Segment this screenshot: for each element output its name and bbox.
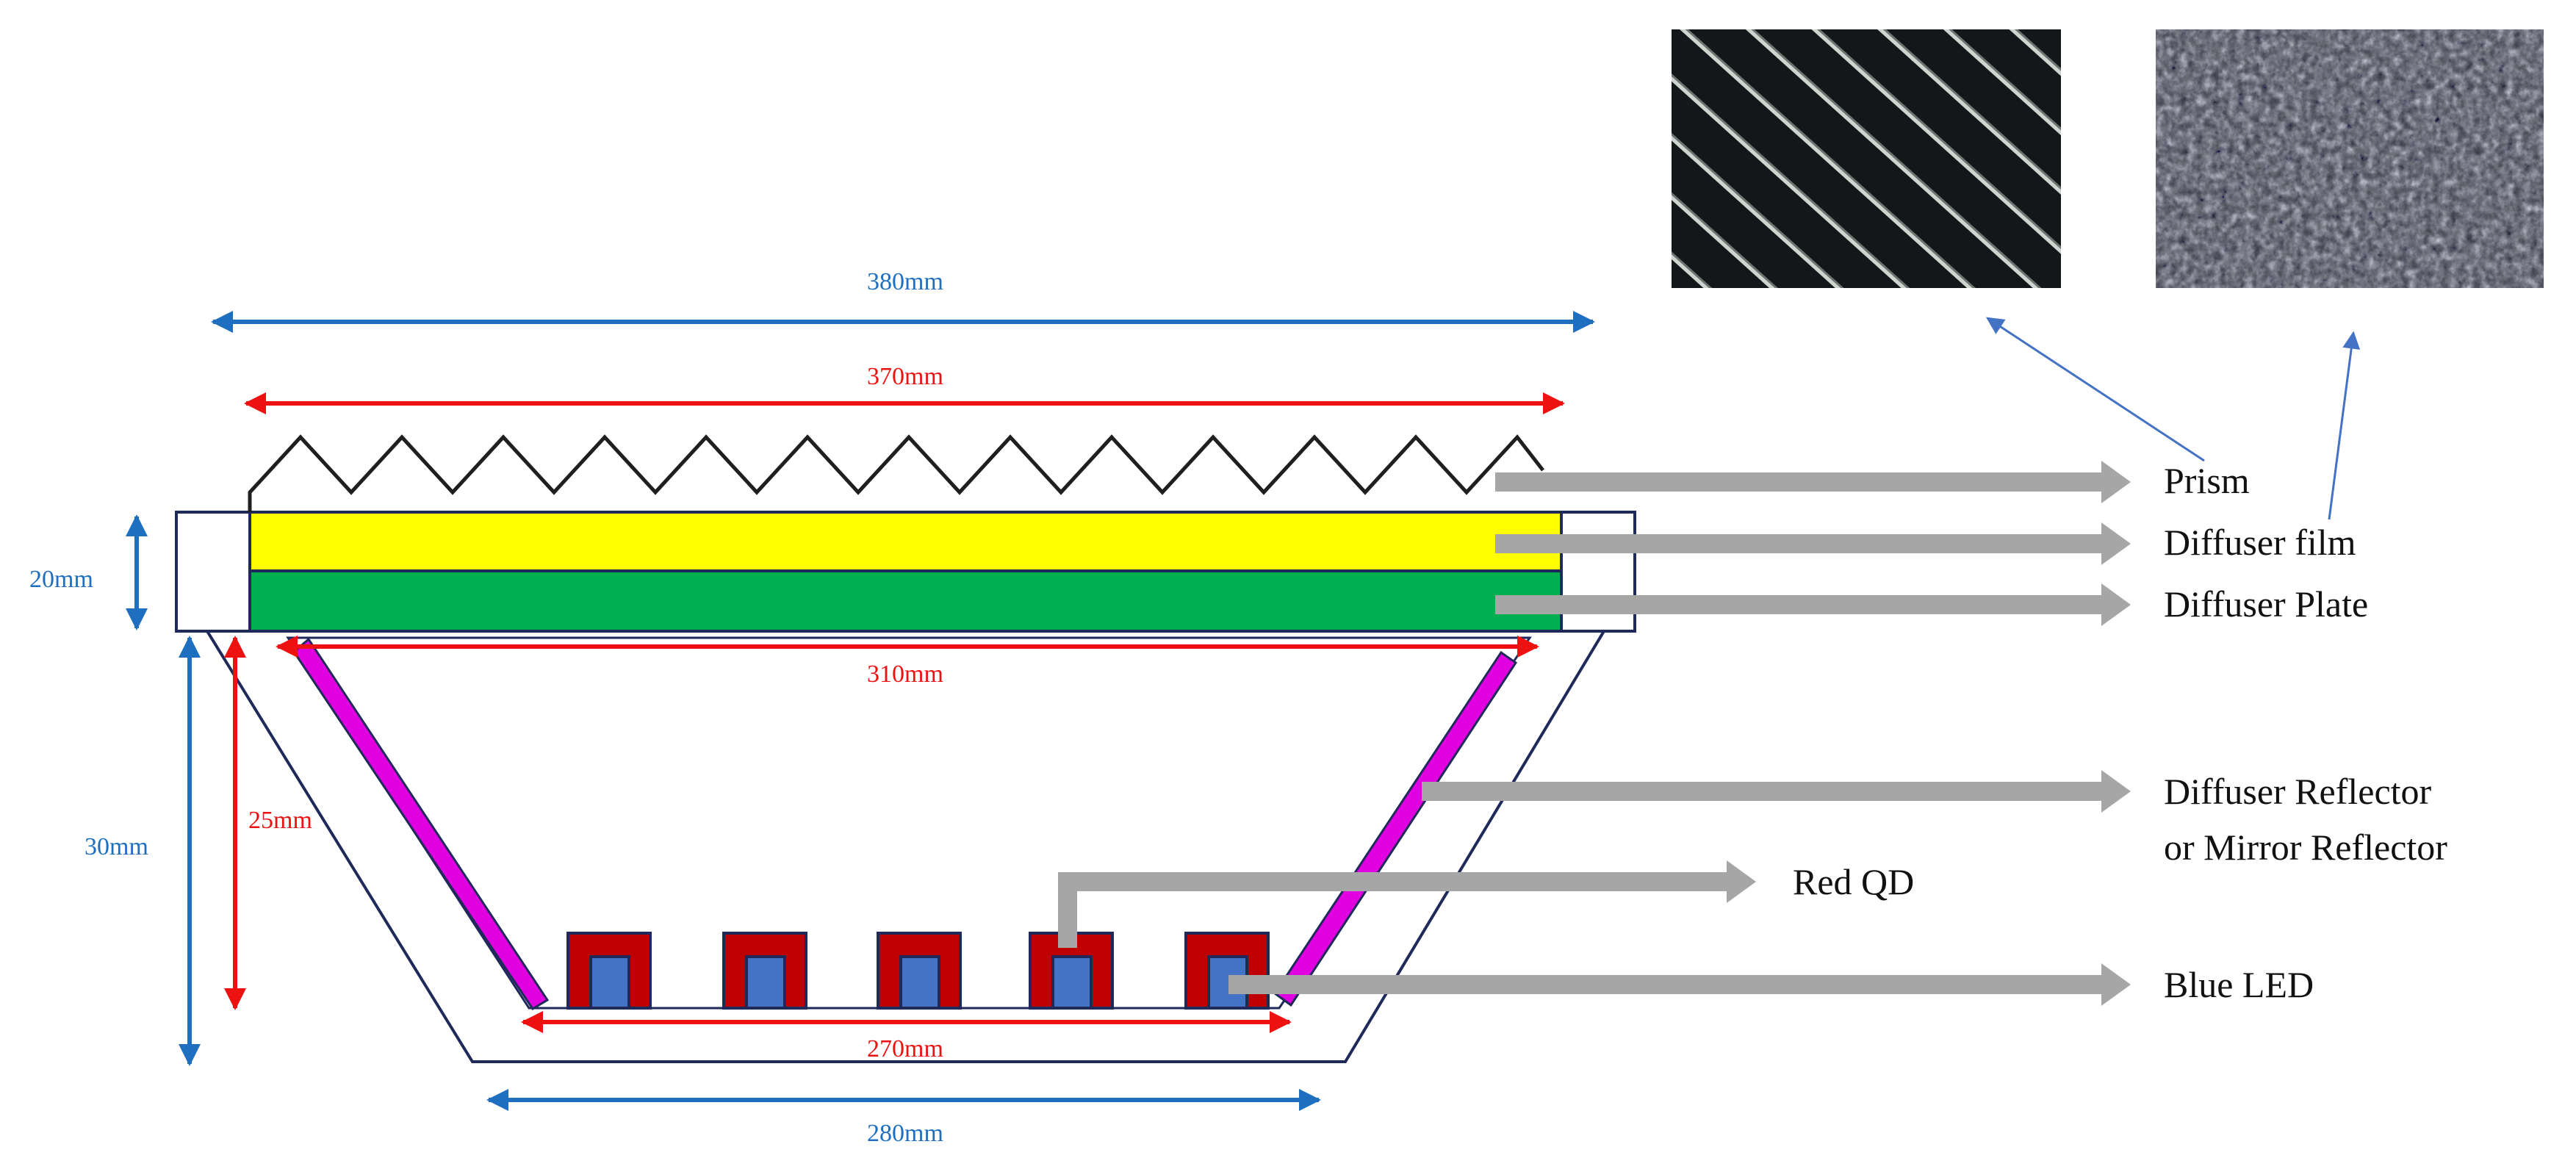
- red-qd-callout-arrow: [1058, 860, 1756, 948]
- prism-layer: [248, 434, 1544, 512]
- dim-25-label: 25mm: [248, 807, 312, 834]
- reflector-callout-arrow: [1422, 770, 2131, 813]
- blue-led-callout-arrow: [1228, 963, 2131, 1006]
- prism-photo: [1672, 29, 2061, 288]
- led-unit: [566, 932, 652, 1010]
- prism-callout-arrow: [1495, 461, 2131, 503]
- led-array: [566, 932, 1270, 1010]
- diffuser-plate-callout-arrow: [1495, 583, 2131, 626]
- blue-led-label: Blue LED: [2164, 964, 2314, 1005]
- diffuser-plate-layer: [248, 569, 1563, 633]
- diffuser-film-callout-arrow: [1495, 522, 2131, 565]
- dim-30-label: 30mm: [84, 833, 148, 860]
- led-unit: [1184, 932, 1270, 1010]
- reflector-label-line2: or Mirror Reflector: [2164, 827, 2447, 868]
- left-frame-box: [175, 511, 251, 633]
- red-qd-label: Red QD: [1793, 861, 1914, 902]
- dim-20-label: 20mm: [29, 566, 93, 593]
- dim-280-label: 280mm: [867, 1120, 943, 1147]
- dim-310-label: 310mm: [867, 661, 943, 688]
- led-unit: [722, 932, 807, 1010]
- diffuser-film-layer: [248, 511, 1563, 572]
- reflector-label-line1: Diffuser Reflector: [2164, 771, 2432, 812]
- led-unit: [1029, 932, 1114, 1010]
- prism-photo-pointer: [1985, 317, 2205, 462]
- dim-370-label: 370mm: [867, 363, 943, 390]
- diffuser-plate-label: Diffuser Plate: [2164, 583, 2368, 625]
- prism-label: Prism: [2164, 460, 2250, 501]
- diffuser-film-label: Diffuser film: [2164, 522, 2356, 563]
- dim-270-label: 270mm: [867, 1035, 943, 1062]
- diffuser-photo: [2156, 29, 2544, 288]
- diffuser-photo-pointer: [2328, 331, 2361, 520]
- dim-380-label: 380mm: [867, 268, 943, 295]
- led-unit: [877, 932, 962, 1010]
